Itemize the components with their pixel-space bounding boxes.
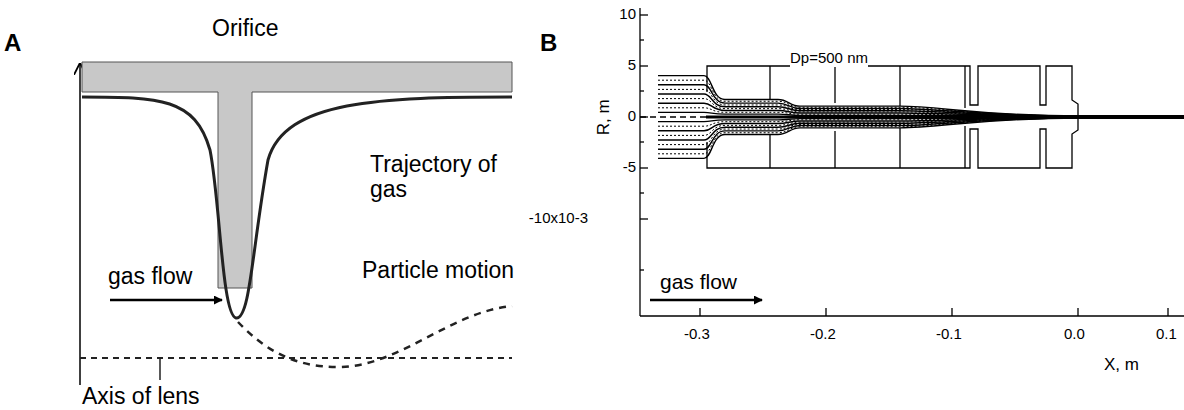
tick [951,308,952,316]
label: -0.2 [810,326,836,343]
particle-trajectory [658,118,1184,154]
trajectories [658,76,1184,159]
orifice [769,66,770,100]
panel-b [640,8,1184,316]
particle-trajectory [658,118,1184,149]
axis-ticks [640,15,1168,316]
tick [640,167,648,168]
label: 0.0 [1064,326,1085,343]
orifice [964,66,965,108]
label: gas flow [108,264,192,289]
label: Axis of lens [82,384,200,409]
tick [699,308,700,316]
particle-trajectory [658,80,1184,116]
orifice [899,128,900,168]
label: R, m [595,99,614,135]
label: -5 [623,159,636,176]
tick [825,308,826,316]
leader-line [159,358,161,380]
panel-a [80,62,512,385]
particle-trajectory [658,118,1184,158]
label: B [540,30,557,56]
lens-axis [80,357,512,359]
orifice [769,134,770,168]
flow-arrow [110,299,222,302]
label: 0 [628,108,636,125]
label: gas flow [660,270,737,293]
tick [640,90,644,91]
label: 10 [619,6,636,23]
radial-axis [79,64,81,385]
orifice [834,66,835,103]
tick [1077,308,1078,316]
label: 5 [628,57,636,74]
label: Particle motion [362,258,514,283]
beam [706,116,1184,119]
label: -0.1 [936,326,962,343]
label: A [4,30,21,56]
tick [640,269,644,270]
tick [640,14,648,15]
particle-trajectory [658,76,1184,116]
orifice [964,126,965,168]
label: 0.1 [1156,326,1177,343]
label: Orifice [212,16,278,41]
tick [640,39,644,40]
tick [640,192,644,193]
tick [640,141,644,142]
gas-trajectory [82,97,512,318]
label: Dp=500 nm [790,50,868,67]
tick [640,65,648,66]
orifice [899,66,900,106]
label: X, m [1104,356,1139,375]
label: -10x10-3 [529,210,588,227]
tick [1167,308,1168,316]
tick [640,218,648,219]
label: Trajectory of gas [370,152,520,203]
label: -0.3 [684,326,710,343]
particle-trajectory [658,85,1184,116]
orifice [834,131,835,168]
